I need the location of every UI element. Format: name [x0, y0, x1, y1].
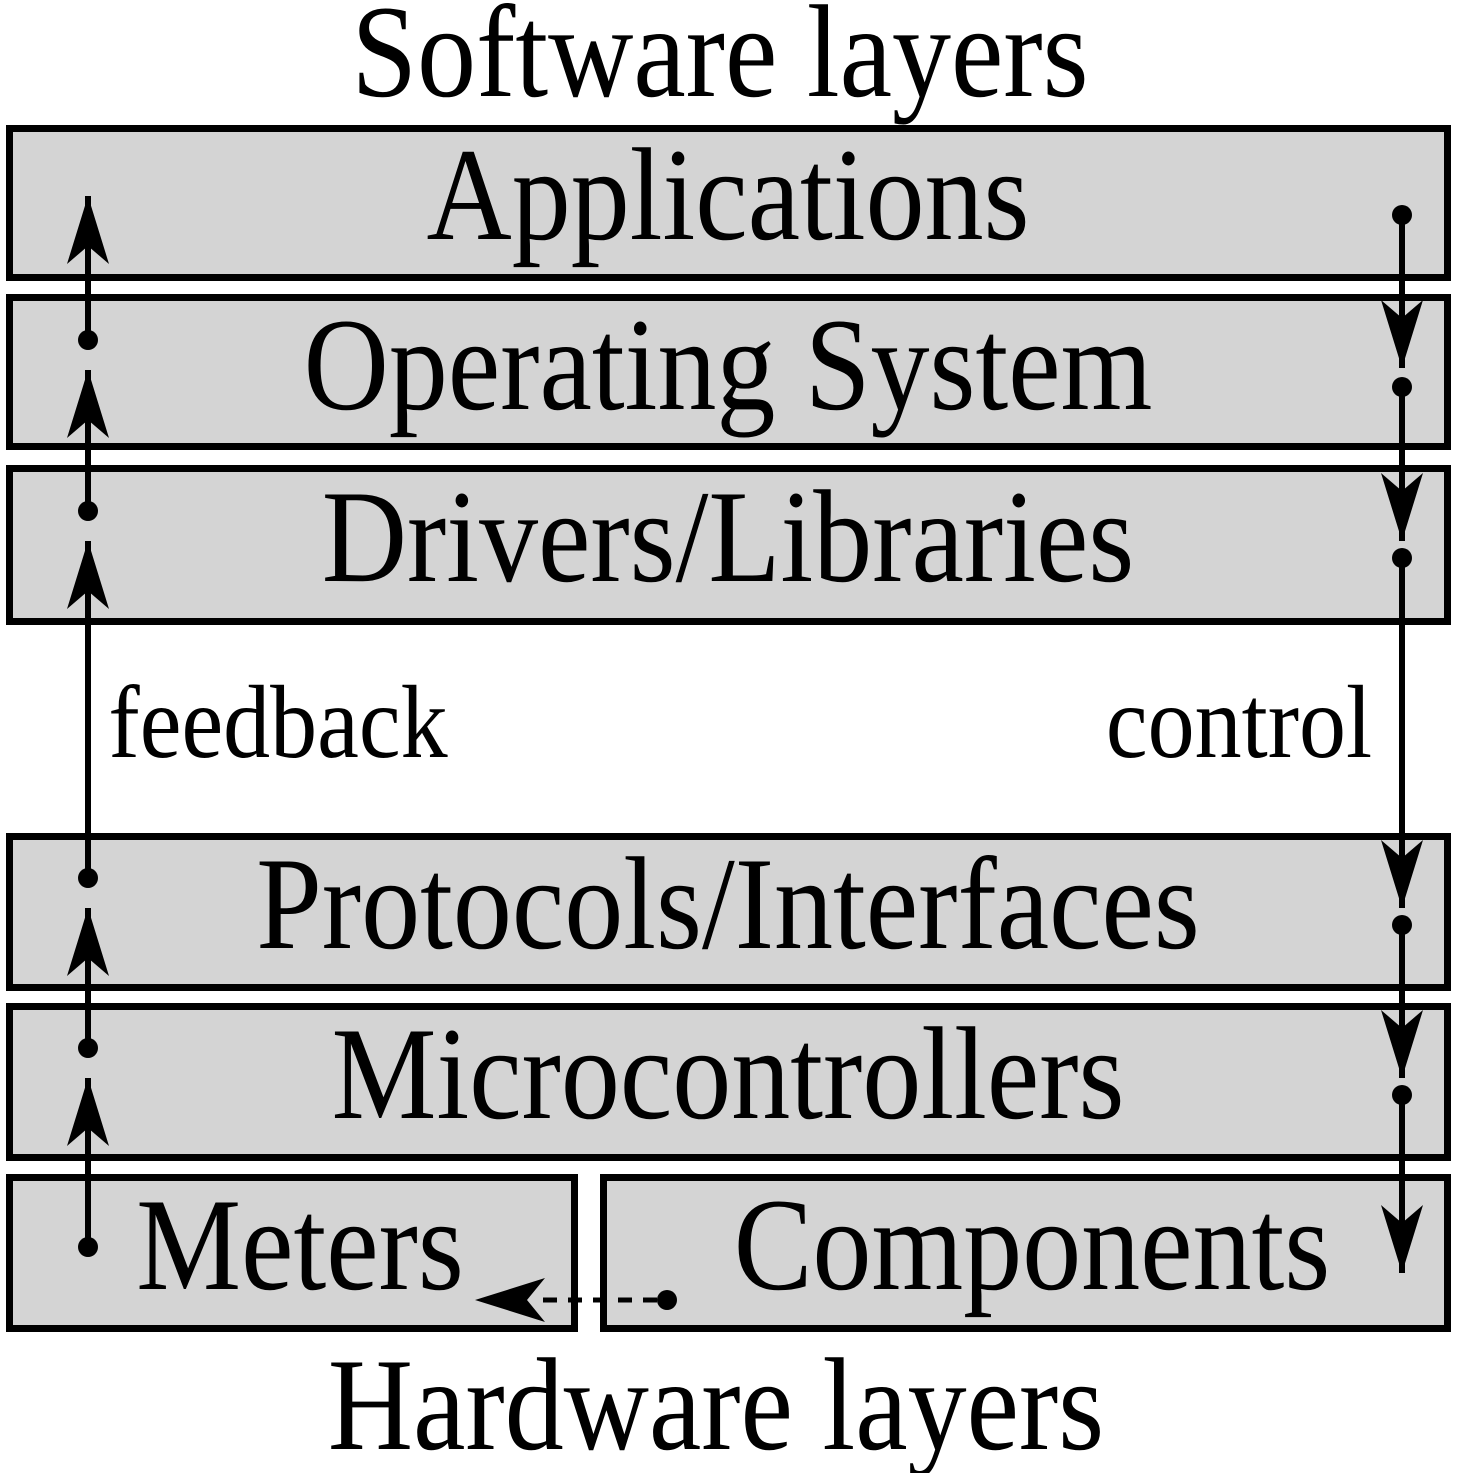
- control-label: control: [1106, 666, 1372, 780]
- operating-system-box: [6, 294, 1451, 450]
- drivers-libraries-label: Drivers/Libraries: [322, 464, 1134, 611]
- origin-dot: [657, 1290, 677, 1310]
- origin-dot: [78, 1038, 98, 1058]
- arrowhead-up-icon: [67, 370, 109, 438]
- components-box: [600, 1174, 1451, 1332]
- protocols-interfaces-box: [6, 833, 1451, 991]
- applications-label: Applications: [427, 122, 1030, 269]
- origin-dot: [1392, 548, 1412, 568]
- origin-dot: [1392, 915, 1412, 935]
- feedback-arrow-chain: [67, 196, 109, 1257]
- drivers-libraries-box: [6, 465, 1451, 625]
- feedback-label: feedback: [108, 666, 448, 780]
- applications-box: [6, 125, 1451, 281]
- components-to-meters-dashed-arrow: [475, 1278, 677, 1322]
- operating-system-label: Operating System: [304, 292, 1153, 439]
- control-arrow-chain: [1381, 205, 1423, 1273]
- meters-box: [6, 1174, 578, 1332]
- arrowhead-down-icon: [1381, 1205, 1423, 1273]
- software-layers-title: Software layers: [351, 0, 1088, 126]
- origin-dot: [78, 1237, 98, 1257]
- meters-label: Meters: [136, 1172, 464, 1319]
- arrowhead-down-icon: [1381, 1010, 1423, 1078]
- origin-dot: [1392, 377, 1412, 397]
- origin-dot: [78, 501, 98, 521]
- origin-dot: [1392, 205, 1412, 225]
- arrowhead-up-icon: [67, 196, 109, 264]
- arrowhead-down-icon: [1381, 840, 1423, 908]
- arrowhead-up-icon: [67, 1078, 109, 1146]
- arrowhead-left-icon: [475, 1278, 545, 1322]
- origin-dot: [1392, 1085, 1412, 1105]
- origin-dot: [78, 868, 98, 888]
- arrowhead-up-icon: [67, 908, 109, 976]
- arrowhead-down-icon: [1381, 473, 1423, 541]
- microcontrollers-box: [6, 1003, 1451, 1161]
- arrowhead-up-icon: [67, 541, 109, 609]
- microcontrollers-label: Microcontrollers: [332, 1001, 1125, 1148]
- origin-dot: [78, 330, 98, 350]
- hardware-layers-title: Hardware layers: [328, 1332, 1104, 1473]
- components-label: Components: [734, 1172, 1331, 1319]
- arrowhead-down-icon: [1381, 300, 1423, 368]
- protocols-interfaces-label: Protocols/Interfaces: [256, 831, 1200, 978]
